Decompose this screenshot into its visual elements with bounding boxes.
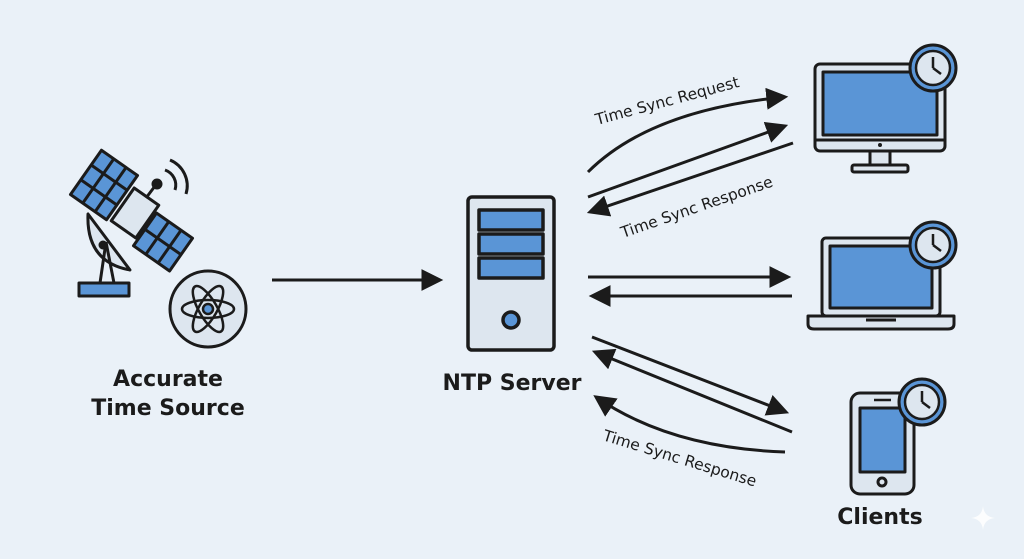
source-label-line2: Time Source [91, 396, 245, 421]
response-arrow-phone [591, 348, 793, 434]
satellite-icon [68, 148, 194, 273]
satellite-dish-icon [77, 212, 132, 298]
response-label-top: Time Sync Response [617, 173, 775, 242]
source-label-line1: Accurate [113, 367, 223, 392]
request-arrow-desktop [586, 87, 789, 174]
request-arrow-phone-upper [591, 335, 790, 416]
request-arrow-phone-lower [593, 395, 786, 454]
clock-icon [908, 220, 958, 270]
response-arrow-desktop-upper [587, 121, 789, 199]
server-label: NTP Server [442, 371, 582, 396]
smartphone-icon [849, 391, 916, 496]
request-label: Time Sync Request [592, 73, 741, 129]
server-tower-icon [466, 195, 556, 352]
laptop-icon [806, 236, 956, 331]
sparkle-icon [971, 506, 995, 530]
atom-icon [168, 269, 248, 349]
response-arrow-desktop-lower [586, 141, 794, 217]
clock-icon [908, 43, 958, 93]
clock-icon [897, 377, 947, 427]
source-label: Accurate Time Source [88, 365, 248, 423]
clients-label: Clients [837, 505, 923, 530]
